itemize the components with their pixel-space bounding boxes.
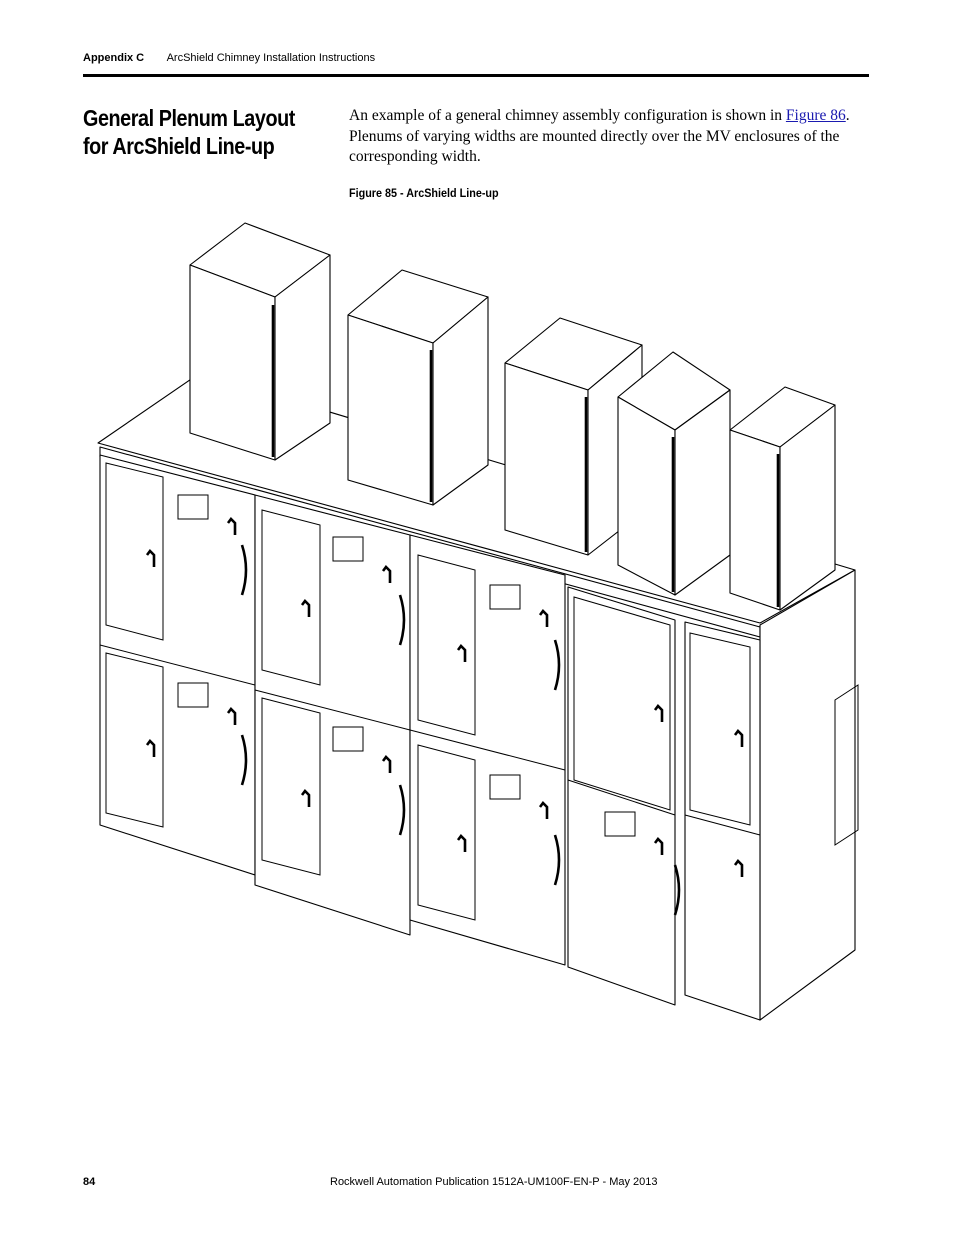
body-text-before: An example of a general chimney assembly… [349, 107, 786, 124]
cabinet-2 [254, 494, 411, 936]
header-section: Appendix C [83, 52, 145, 64]
figure-caption: Figure 85 - ArcShield Line-up [349, 186, 499, 200]
body-text-after: . Plenums of varying widths are mounted … [349, 107, 850, 165]
page-number: 84 [83, 1176, 96, 1188]
cabinet-5 [684, 621, 761, 1021]
figure-86-link[interactable]: Figure 86 [785, 107, 846, 124]
section-heading: General Plenum Layout for ArcShield Line… [83, 105, 295, 159]
publication-info: Rockwell Automation Publication 1512A-UM… [330, 1176, 658, 1188]
running-header: Appendix C ArcShield Chimney Installatio… [83, 52, 375, 64]
cabinet-4 [567, 586, 676, 1006]
header-title: ArcShield Chimney Installation Instructi… [166, 52, 376, 64]
body-paragraph: An example of a general chimney assembly… [349, 106, 864, 168]
arcshield-lineup-figure [90, 215, 870, 1040]
header-rule [83, 74, 869, 77]
